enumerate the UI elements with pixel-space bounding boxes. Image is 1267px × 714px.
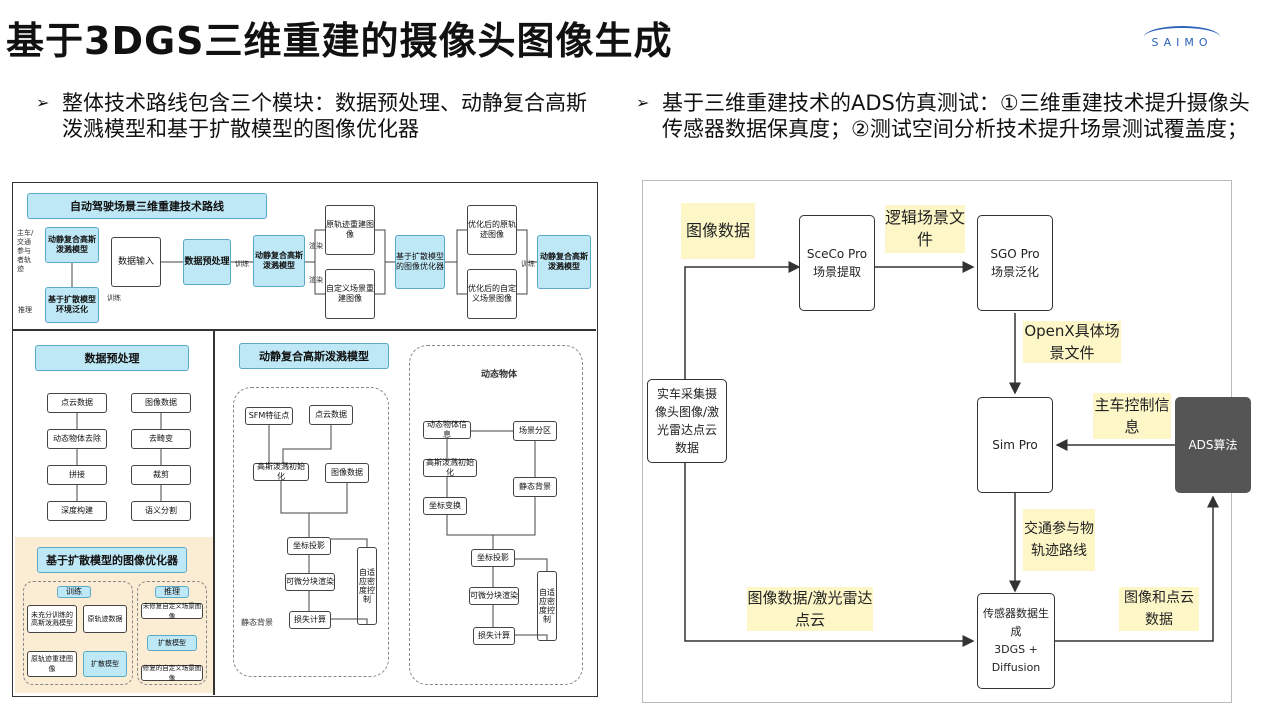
gs-model-box: 动静复合高斯泼溅模型	[45, 227, 99, 263]
orig-img-box: 原轨迹重建图像	[325, 205, 375, 255]
dyn-3: 静态背景	[513, 477, 557, 497]
sgo-pro-box: SGO Pro 场景泛化	[977, 215, 1053, 311]
gs-model-box-3: 动静复合高斯泼溅模型	[537, 235, 591, 289]
static-5: 可微分块渲染	[285, 573, 335, 591]
sceco-pro-label: SceCo Pro 场景提取	[806, 247, 868, 279]
pre-c2-1: 去畸变	[131, 429, 191, 449]
sensor-gen-box: 传感器数据生成 3DGS + Diffusion	[977, 593, 1055, 689]
static-2: 高斯泼溅初始化	[253, 462, 309, 481]
preprocess-box: 数据预处理	[183, 239, 231, 285]
saimo-logo: SAIMO	[1136, 26, 1228, 56]
dyn-title: 动态物体	[481, 370, 518, 380]
bullet-arrow-icon: ➢	[636, 93, 650, 112]
train-tag: 训练	[235, 260, 249, 268]
ads-algorithm-label: ADS算法	[1188, 438, 1238, 452]
pre-c1-1: 动态物体去除	[47, 429, 107, 449]
diff-item-1: 原轨迹数据	[83, 605, 127, 633]
note-control: 主车控制信息	[1093, 393, 1171, 439]
note-logic-file: 逻辑场景文件	[885, 205, 965, 253]
optimizer-box: 基于扩散模型的图像优化器	[395, 235, 445, 289]
diff-train-label: 训练	[57, 586, 91, 598]
dyn-7: 损失计算	[473, 627, 515, 645]
diff-infer-group	[137, 581, 207, 685]
diffusion-env-box: 基于扩散模型环境泛化	[45, 287, 99, 323]
divider	[213, 329, 215, 695]
pre-c2-2: 裁剪	[131, 465, 191, 485]
diff-item-5: 扩散模型	[147, 635, 197, 651]
static-1: 点云数据	[309, 405, 353, 425]
dyn-0: 动态物体信息	[423, 420, 471, 439]
bullet-arrow-icon: ➢	[36, 93, 50, 112]
opt-orig-box: 优化后的原轨迹图像	[467, 205, 517, 255]
right-connectors	[684, 261, 1219, 647]
render-tag-2: 渲染	[309, 276, 323, 284]
left-connectors	[71, 229, 537, 295]
gs-model-box-2: 动静复合高斯泼溅模型	[253, 235, 305, 287]
static-label: 静态背景	[241, 618, 273, 627]
dynamic-group	[409, 345, 583, 685]
diff-item-6: 修复的自定义场景图像	[141, 664, 203, 682]
diff-item-0: 未充分训练的高斯泼溅模型	[27, 605, 77, 633]
diff-item-4: 未修复自定义场景图像	[141, 602, 203, 620]
note-img-cloud: 图像和点云数据	[1119, 587, 1199, 631]
infer-label: 推理	[18, 306, 32, 314]
static-4: 坐标投影	[287, 537, 331, 555]
gs-title: 动静复合高斯泼溅模型	[239, 343, 389, 369]
dyn-4: 坐标变换	[423, 497, 467, 515]
side-label: 主车/交通参与者轨迹	[17, 229, 34, 273]
static-7: 自适应密度控制	[357, 547, 377, 625]
slide-title: 基于3DGS三维重建的摄像头图像生成	[6, 19, 673, 63]
sceco-pro-box: SceCo Pro 场景提取	[799, 215, 875, 311]
diff-infer-label: 推理	[155, 586, 189, 598]
gs-connectors	[268, 425, 548, 641]
diff-item-2: 原轨迹重建图像	[27, 651, 77, 677]
dyn-5: 坐标投影	[471, 549, 515, 567]
bullet-left: ➢ 整体技术路线包含三个模块：数据预处理、动静复合高斯泼溅模型和基于扩散模型的图…	[36, 90, 596, 142]
logo-text: SAIMO	[1151, 36, 1213, 49]
pre-c2-0: 图像数据	[131, 393, 191, 413]
static-0: SFM特征点	[245, 407, 293, 425]
pre-c2-3: 语义分割	[131, 501, 191, 521]
static-6: 损失计算	[289, 611, 331, 629]
divider	[13, 329, 596, 331]
dyn-2: 高斯泼溅初始化	[423, 458, 477, 477]
real-data-label: 实车采集摄像头图像/激光雷达点云数据	[654, 387, 720, 455]
top-route-title: 自动驾驶场景三维重建技术路线	[27, 193, 267, 219]
static-group	[233, 387, 389, 677]
custom-img-box: 自定义场景重建图像	[325, 269, 375, 319]
data-input-box: 数据输入	[111, 237, 161, 287]
note-openx: OpenX具体场景文件	[1023, 321, 1121, 363]
pre-title: 数据预处理	[35, 345, 189, 371]
note-img-lidar: 图像数据/激光雷达点云	[747, 587, 873, 631]
diff-item-3: 扩散模型	[83, 651, 127, 677]
logo-arc	[1144, 26, 1220, 48]
pre-c1-2: 拼接	[47, 465, 107, 485]
tech-route-diagram: 自动驾驶场景三维重建技术路线 主车/交通参与者轨迹 推理 动静复合高斯泼溅模型 …	[12, 182, 598, 697]
diff-title: 基于扩散模型的图像优化器	[37, 547, 187, 573]
dyn-8: 自适应密度控制	[537, 571, 557, 641]
ads-algorithm-box: ADS算法	[1175, 397, 1251, 493]
sim-pro-label: Sim Pro	[992, 438, 1038, 452]
opt-custom-box: 优化后的自定义场景图像	[467, 269, 517, 319]
real-data-box: 实车采集摄像头图像/激光雷达点云数据	[647, 379, 727, 463]
note-traffic: 交通参与物轨迹路线	[1023, 509, 1095, 571]
train-label: 训练	[107, 294, 121, 302]
dyn-1: 场景分区	[513, 421, 557, 441]
pre-connectors	[76, 413, 162, 501]
pre-c1-0: 点云数据	[47, 393, 107, 413]
ads-sim-diagram: SceCo Pro 场景提取 SGO Pro 场景泛化 实车采集摄像头图像/激光…	[642, 180, 1251, 703]
pre-c1-3: 深度构建	[47, 501, 107, 521]
diff-train-group	[23, 581, 133, 685]
bullet-left-text: 整体技术路线包含三个模块：数据预处理、动静复合高斯泼溅模型和基于扩散模型的图像优…	[62, 91, 587, 141]
note-image-data: 图像数据	[681, 203, 755, 259]
sim-pro-box: Sim Pro	[977, 397, 1053, 493]
render-tag-1: 渲染	[309, 242, 323, 250]
dyn-6: 可微分块渲染	[469, 587, 519, 605]
static-3: 图像数据	[325, 463, 369, 483]
sensor-gen-label: 传感器数据生成 3DGS + Diffusion	[983, 607, 1049, 674]
bullet-right-text: 基于三维重建技术的ADS仿真测试：①三维重建技术提升摄像头传感器数据保真度；②测…	[662, 91, 1250, 141]
bullet-right: ➢ 基于三维重建技术的ADS仿真测试：①三维重建技术提升摄像头传感器数据保真度；…	[636, 90, 1254, 142]
sgo-pro-label: SGO Pro 场景泛化	[990, 247, 1040, 279]
train-tag-2: 训练	[521, 260, 535, 268]
